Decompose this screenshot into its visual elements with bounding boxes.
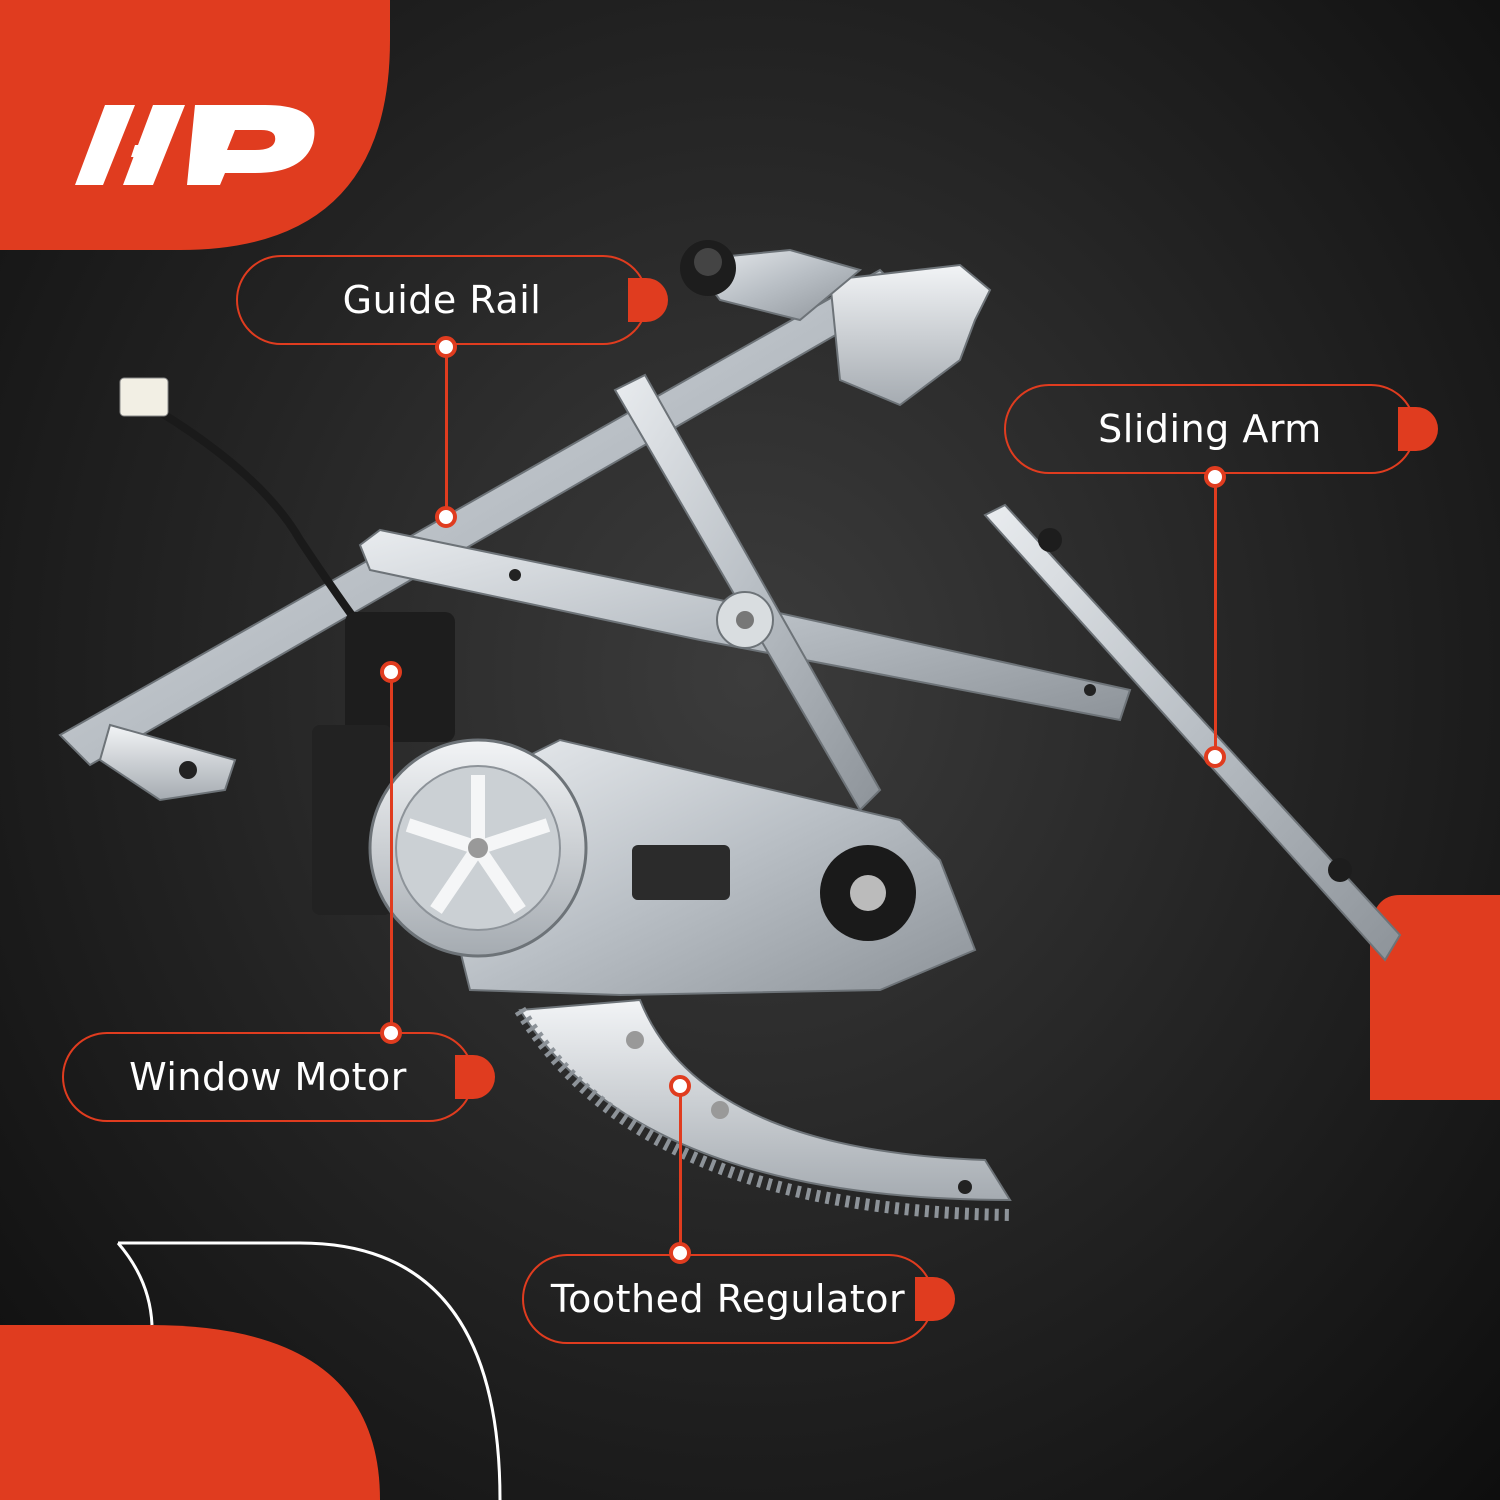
bottom-left-corner-shape — [0, 1325, 380, 1500]
window-motor-part — [312, 612, 977, 997]
guide-rail-part — [58, 240, 992, 802]
guide-rail-top-dot — [435, 336, 457, 358]
bottom-left-outline-curve — [118, 1241, 502, 1500]
toothed-regulator-part — [514, 998, 1012, 1221]
window-motor-bottom-dot — [380, 1022, 402, 1044]
guide-rail-tab — [628, 278, 668, 322]
window-motor-label: Window Motor — [62, 1032, 474, 1122]
window-motor-tab — [455, 1055, 495, 1099]
motor-connector-wire — [119, 377, 374, 643]
sliding-arm-leader-line — [1214, 475, 1217, 757]
brand-logo-icon — [75, 105, 315, 185]
brand-logo — [75, 85, 335, 195]
window-motor-pointer-dot — [380, 661, 402, 683]
window-motor-leader-line — [390, 672, 393, 1032]
right-edge-shape — [1370, 895, 1500, 1100]
cross-arm-part — [358, 373, 1132, 812]
toothed-regulator-label: Toothed Regulator — [522, 1254, 934, 1344]
toothed-regulator-bottom-dot — [669, 1242, 691, 1264]
toothed-regulator-label-text: Toothed Regulator — [550, 1277, 906, 1321]
guide-rail-label: Guide Rail — [236, 255, 648, 345]
guide-rail-pointer-dot — [435, 506, 457, 528]
sliding-arm-label-text: Sliding Arm — [1098, 407, 1322, 451]
guide-rail-label-text: Guide Rail — [342, 278, 542, 322]
sliding-arm-pointer-dot — [1204, 746, 1226, 768]
toothed-regulator-tab — [915, 1277, 955, 1321]
sliding-arm-top-dot — [1204, 466, 1226, 488]
guide-rail-leader-line — [445, 345, 448, 517]
sliding-arm-tab — [1398, 407, 1438, 451]
toothed-regulator-leader-line — [679, 1086, 682, 1254]
sliding-arm-part — [983, 503, 1402, 962]
toothed-regulator-pointer-dot — [669, 1075, 691, 1097]
sliding-arm-label: Sliding Arm — [1004, 384, 1416, 474]
window-motor-label-text: Window Motor — [129, 1055, 407, 1099]
